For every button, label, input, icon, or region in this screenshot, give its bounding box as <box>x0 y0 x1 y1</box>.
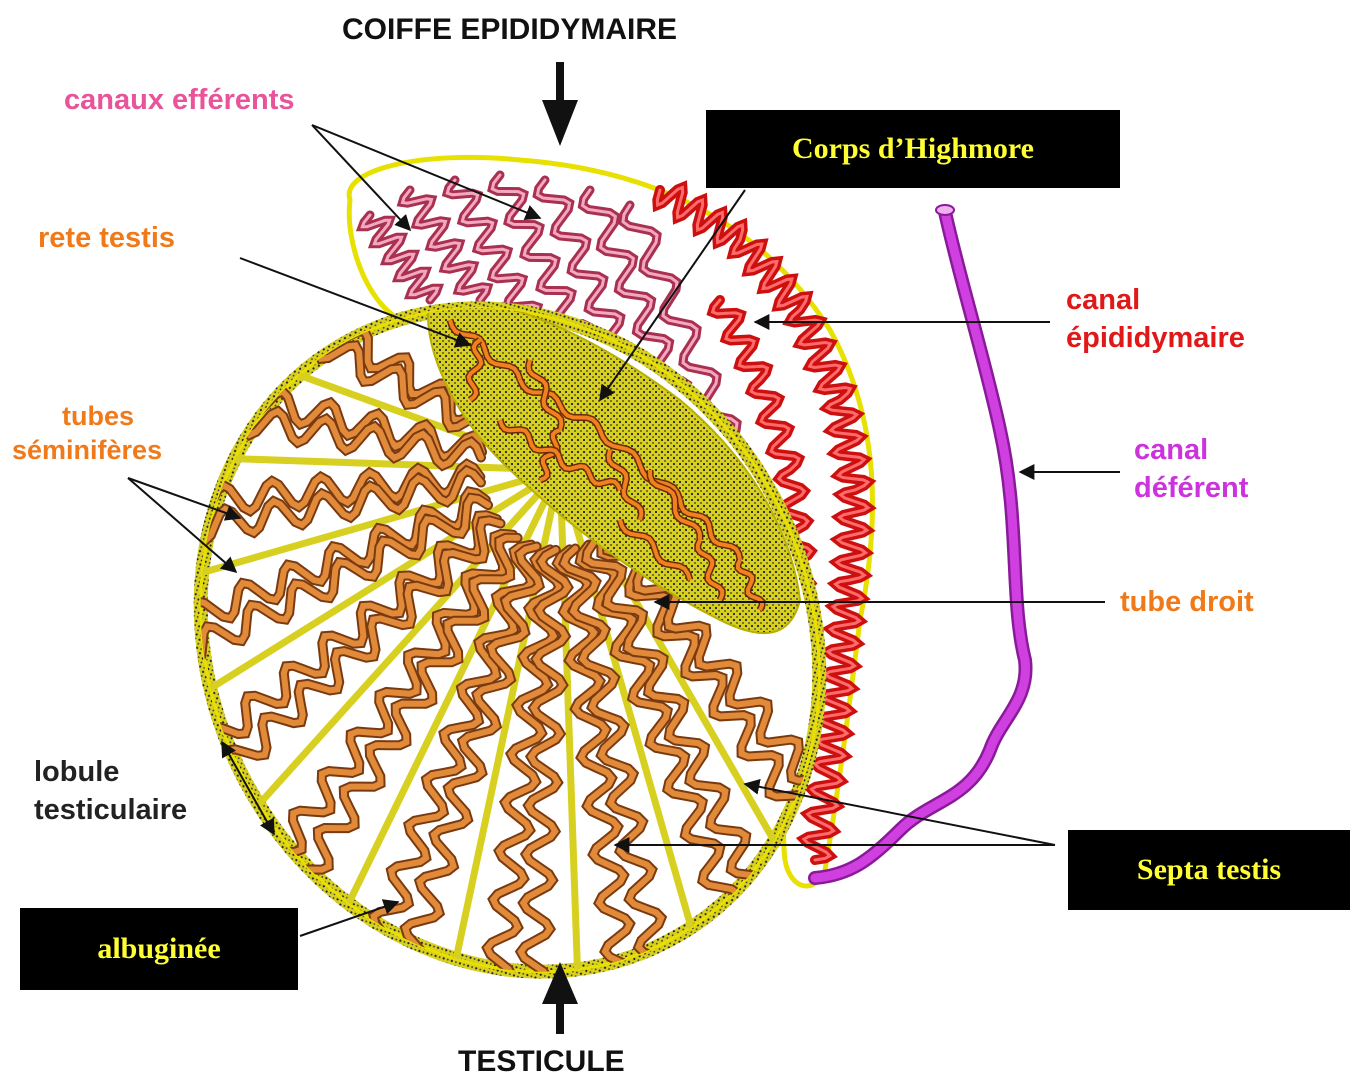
box-corps-highmore: Corps d’Highmore <box>706 110 1120 188</box>
label-canal-def-line2: déférent <box>1134 470 1248 506</box>
label-lobule-line2: testiculaire <box>34 792 187 828</box>
label-canal-epid-line1: canal <box>1066 282 1140 318</box>
label-tube-droit: tube droit <box>1120 584 1254 620</box>
box-septa-testis: Septa testis <box>1068 830 1350 910</box>
label-rete-testis: rete testis <box>38 220 175 256</box>
label-canal-epid-line2: épididymaire <box>1066 320 1245 356</box>
coiffe-arrow-head <box>542 100 578 146</box>
label-testicule: TESTICULE <box>458 1044 625 1080</box>
label-canaux-efferents: canaux efférents <box>64 82 295 118</box>
label-canal-def-line1: canal <box>1134 432 1208 468</box>
label-tubes-line1: tubes <box>62 398 134 434</box>
label-coiffe-epididymaire: COIFFE EPIDIDYMAIRE <box>342 12 677 48</box>
label-tubes-line2: séminifères <box>12 432 162 468</box>
vas-deferens-end <box>936 205 954 215</box>
label-lobule-line1: lobule <box>34 754 119 790</box>
box-albuginee: albuginée <box>20 908 298 990</box>
